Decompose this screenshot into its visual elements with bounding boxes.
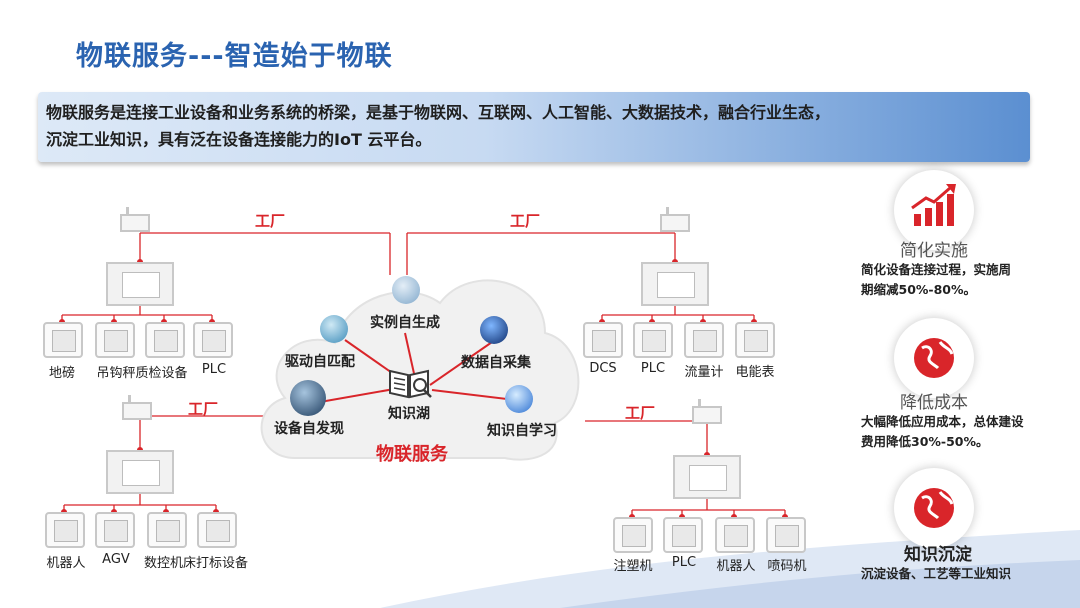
benefit-title: 知识沉淀 (904, 545, 972, 565)
cloud-item-discovery: 设备自发现 (274, 421, 344, 437)
device-discovery-icon (290, 380, 326, 416)
factory-label-bottom-left: 工厂 (187, 400, 219, 418)
cloud-item-driver: 驱动自匹配 (285, 354, 355, 370)
cloud-item-learning: 知识自学习 (487, 423, 557, 439)
benefit-badge (894, 170, 974, 250)
device-label: PLC (640, 361, 666, 376)
benefit-desc: 大幅降低应用成本，总体建设费用降低30%-50%。 (861, 414, 1024, 449)
robot-icon (715, 517, 755, 553)
device-label: 机器人 (716, 559, 756, 574)
plc-icon (193, 322, 233, 358)
flowmeter-icon (684, 322, 724, 358)
device-label: AGV (102, 552, 130, 567)
globe-icon (914, 488, 954, 528)
intro-banner: 物联服务是连接工业设备和业务系统的桥梁，是基于物联网、互联网、人工智能、大数据技… (38, 92, 1030, 162)
globe-icon (914, 338, 954, 378)
hook-scale-icon (95, 322, 135, 358)
device-label: 吊钩秤质检设备 (96, 366, 188, 381)
device-label: PLC (201, 362, 227, 377)
weighbridge-icon (43, 322, 83, 358)
knowledge-lake-label: 知识湖 (388, 406, 430, 422)
device-label: 数控机床打标设备 (143, 556, 249, 571)
router-icon (120, 207, 150, 232)
plc-icon (633, 322, 673, 358)
factory-label-top-left: 工厂 (254, 212, 286, 230)
data-collect-icon (480, 316, 508, 344)
marking-device-icon (197, 512, 237, 548)
driver-icon (320, 315, 348, 343)
dcs-icon (583, 322, 623, 358)
cloud-item-instance: 实例自生成 (370, 315, 440, 331)
benefit-title: 降低成本 (900, 393, 968, 413)
router-icon (122, 395, 152, 420)
cloud-item-data: 数据自采集 (461, 355, 531, 371)
benefit-desc: 简化设备连接过程，实施周期缩减50%-80%。 (861, 262, 1012, 297)
intro-line-2: 沉淀工业知识，具有泛在设备连接能力的IoT 云平台。 (46, 130, 432, 149)
device-label: 注塑机 (613, 559, 653, 574)
factory-label-bottom-right: 工厂 (624, 404, 656, 422)
benefit-badge (894, 468, 974, 548)
power-meter-icon (735, 322, 775, 358)
gateway-icon (106, 262, 174, 306)
gateway-icon (641, 262, 709, 306)
inspection-device-icon (145, 322, 185, 358)
device-label: 地磅 (48, 366, 76, 381)
agv-icon (95, 512, 135, 548)
gateway-icon (673, 455, 741, 499)
book-magnifier-icon (389, 369, 432, 399)
device-label: 流量计 (684, 365, 724, 380)
bar-growth-icon (911, 184, 956, 226)
device-label: DCS (589, 361, 617, 376)
benefit-badge (894, 318, 974, 398)
router-icon (660, 207, 690, 232)
coder-icon (766, 517, 806, 553)
benefit-title: 简化实施 (900, 241, 968, 261)
benefit-desc: 沉淀设备、工艺等工业知识 (861, 566, 1012, 581)
factory-label-top-right: 工厂 (509, 212, 541, 230)
cloud-title: 物联服务 (376, 444, 448, 465)
injection-machine-icon (613, 517, 653, 553)
device-label: 电能表 (735, 365, 775, 380)
robot-icon (45, 512, 85, 548)
plc-icon (663, 517, 703, 553)
cnc-icon (147, 512, 187, 548)
device-label: 机器人 (46, 556, 86, 571)
intro-line-1: 物联服务是连接工业设备和业务系统的桥梁，是基于物联网、互联网、人工智能、大数据技… (46, 103, 831, 122)
device-label: 喷码机 (767, 559, 807, 574)
router-icon (692, 399, 722, 424)
instance-icon (392, 276, 420, 304)
gateway-icon (106, 450, 174, 494)
self-learning-icon (505, 385, 533, 413)
device-label: PLC (671, 555, 697, 570)
page-title: 物联服务---智造始于物联 (76, 41, 393, 72)
